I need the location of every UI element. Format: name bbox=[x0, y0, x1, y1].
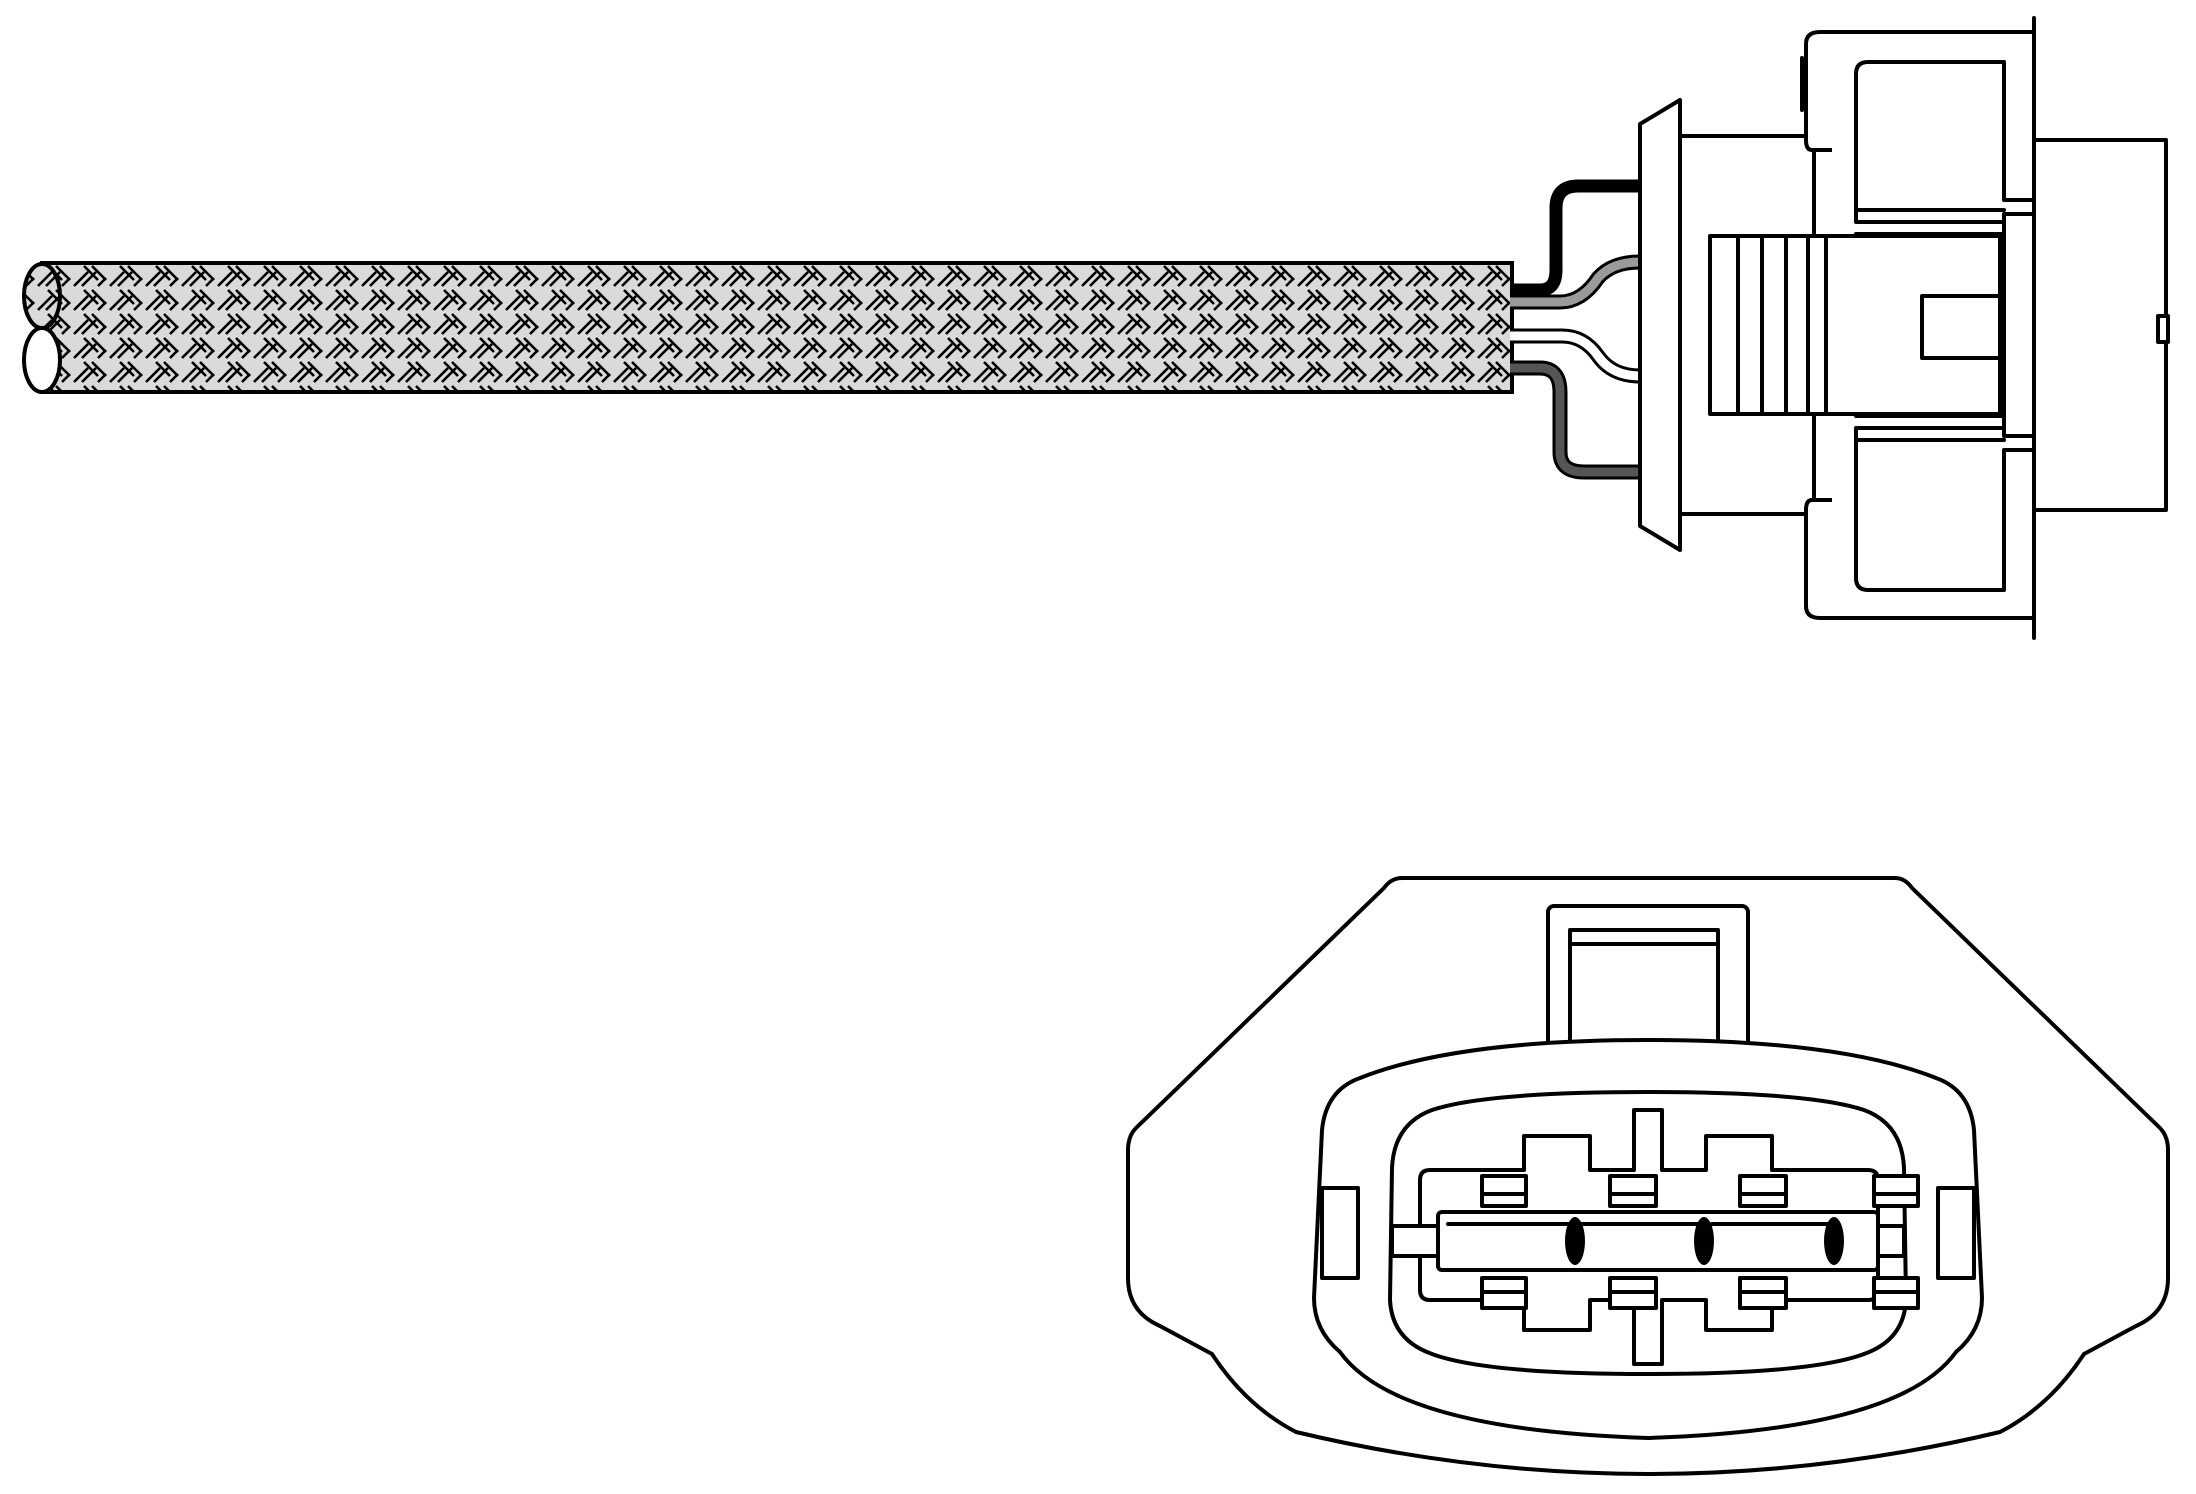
connector-face-view bbox=[1126, 876, 2170, 1476]
braided-cable bbox=[22, 261, 1514, 394]
contact-upper-2 bbox=[1608, 1174, 1658, 1208]
right-side-key bbox=[1936, 1186, 1976, 1280]
side-view bbox=[22, 16, 2170, 640]
cable-sleeve bbox=[40, 261, 1514, 394]
pin-separator-1 bbox=[1565, 1217, 1585, 1265]
contact-upper-1 bbox=[1480, 1174, 1528, 1208]
cable-end-lower bbox=[22, 326, 62, 394]
pin-row bbox=[1436, 1210, 1880, 1272]
lower-latch-frame bbox=[1804, 428, 2036, 620]
wire-black bbox=[1510, 179, 1640, 297]
contact-upper-3 bbox=[1738, 1174, 1788, 1208]
connector-side bbox=[1638, 16, 2170, 640]
upper-latch-frame bbox=[1804, 30, 2036, 222]
wire-white bbox=[1510, 331, 1641, 381]
wire-dark-grey-outline bbox=[1510, 360, 1640, 480]
connector-flange bbox=[1638, 98, 1682, 552]
front-nub bbox=[2156, 314, 2170, 344]
contact-upper-4 bbox=[1872, 1174, 1920, 1208]
face-latch-inner bbox=[1568, 928, 1720, 1054]
upper-contacts bbox=[1480, 1174, 1920, 1208]
inner-rails bbox=[1854, 220, 2006, 430]
lower-contacts bbox=[1480, 1276, 1920, 1310]
inner-collar bbox=[2002, 212, 2036, 438]
pin-separator-3 bbox=[1824, 1217, 1844, 1265]
cable-end-upper bbox=[22, 262, 62, 330]
sleeve-window bbox=[1920, 294, 2002, 360]
wire-dark-grey bbox=[1510, 363, 1640, 477]
inner-rails-outer bbox=[1854, 208, 2006, 442]
pin-separator-2 bbox=[1694, 1217, 1714, 1265]
wire-grey bbox=[1510, 257, 1641, 307]
sleeve-grip-ridges bbox=[1736, 234, 1828, 416]
connector-front-body bbox=[2032, 138, 2168, 512]
left-side-key bbox=[1320, 1186, 1360, 1280]
wire-bundle bbox=[1510, 179, 1641, 480]
